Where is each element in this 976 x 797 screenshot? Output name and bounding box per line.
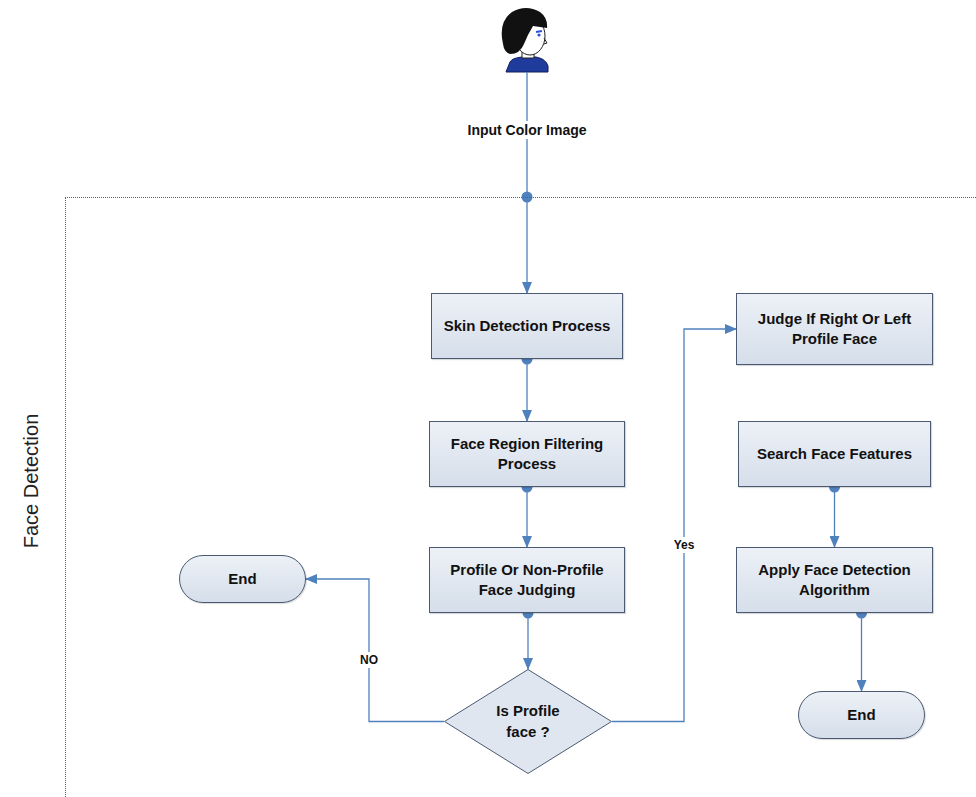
swimlane-band: Face DetectionSkin Detection ProcessFace… bbox=[65, 197, 976, 797]
process-box: Apply Face Detection Algorithm bbox=[736, 547, 933, 613]
text-holder: Judge If Right Or Left Profile Face bbox=[737, 305, 932, 354]
flow-connector bbox=[306, 579, 444, 722]
process-box: Face Region Filtering Process bbox=[429, 421, 625, 487]
node-text: Search Face Features bbox=[757, 444, 912, 464]
text-holder: Is Profile face ? bbox=[488, 697, 568, 746]
decision-diamond: Is Profile face ? bbox=[444, 669, 612, 774]
edge-label: Yes bbox=[672, 537, 697, 553]
node-text: Judge If Right Or Left Profile Face bbox=[742, 309, 927, 350]
text-holder: Profile Or Non-Profile Face Judging bbox=[430, 556, 624, 605]
flow-connector bbox=[526, 197, 527, 293]
terminal-box: End bbox=[179, 555, 306, 603]
input-label: Input Color Image bbox=[466, 121, 589, 139]
node-text: Is Profile face ? bbox=[493, 701, 563, 742]
flow-connector bbox=[526, 487, 527, 547]
process-box: Search Face Features bbox=[738, 421, 931, 487]
lane-title: Face Detection bbox=[20, 414, 43, 549]
text-holder: Face Region Filtering Process bbox=[430, 430, 624, 479]
node-text: End bbox=[228, 569, 256, 589]
flow-connector bbox=[527, 613, 528, 669]
terminal-box: End bbox=[798, 691, 925, 739]
flow-connector bbox=[834, 487, 835, 547]
text-holder: End bbox=[223, 565, 261, 593]
flow-connector bbox=[612, 329, 736, 722]
node-text: Face Region Filtering Process bbox=[435, 434, 619, 475]
flow-connector bbox=[526, 359, 527, 421]
text-holder: Search Face Features bbox=[752, 440, 917, 468]
person-icon bbox=[502, 8, 548, 72]
diamond-shape bbox=[445, 670, 612, 774]
node-text: Skin Detection Process bbox=[444, 316, 611, 336]
diamond-outline bbox=[444, 669, 612, 774]
process-box: Judge If Right Or Left Profile Face bbox=[736, 293, 933, 365]
text-holder: Skin Detection Process bbox=[439, 312, 616, 340]
text-holder: Apply Face Detection Algorithm bbox=[737, 556, 932, 605]
process-box: Skin Detection Process bbox=[431, 293, 623, 359]
flow-connector bbox=[861, 613, 862, 691]
edge-label: NO bbox=[358, 652, 380, 668]
node-text: Profile Or Non-Profile Face Judging bbox=[435, 560, 619, 601]
node-text: End bbox=[847, 705, 875, 725]
text-holder: End bbox=[842, 701, 880, 729]
process-box: Profile Or Non-Profile Face Judging bbox=[429, 547, 625, 613]
node-text: Apply Face Detection Algorithm bbox=[742, 560, 927, 601]
